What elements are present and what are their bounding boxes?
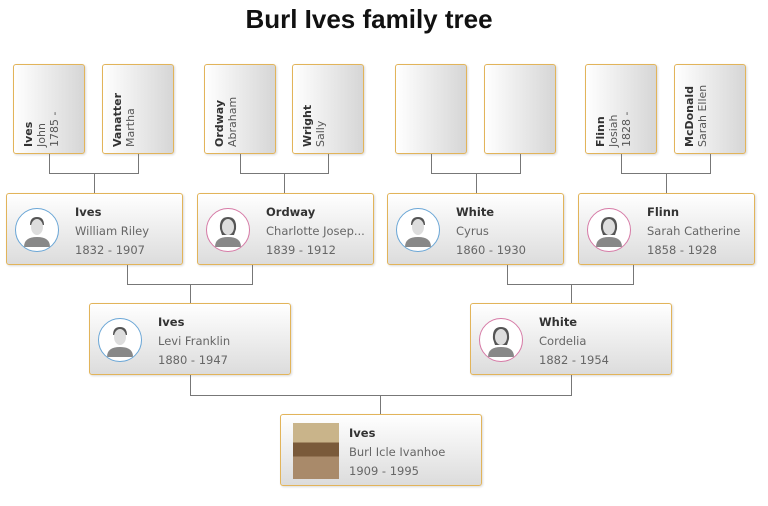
dates: 1839 - 1912 xyxy=(266,243,336,257)
connector-line xyxy=(475,173,477,193)
connector-line xyxy=(633,265,634,284)
connector-line xyxy=(252,265,253,284)
connector-line xyxy=(571,375,572,395)
surname: White xyxy=(456,205,495,219)
connector-line xyxy=(240,154,241,173)
connector-line xyxy=(127,265,128,284)
surname: Ives xyxy=(349,426,376,440)
dates: 1785 - xyxy=(48,111,61,147)
surname: Ives xyxy=(158,315,185,329)
dates: 1880 - 1947 xyxy=(158,353,228,367)
connector-line xyxy=(284,173,285,193)
avatar-female-icon xyxy=(479,318,523,362)
dates: 1832 - 1907 xyxy=(75,243,145,257)
given-name: Charlotte Josep... xyxy=(266,224,365,238)
dates: 1909 - 1995 xyxy=(349,464,419,478)
surname: McDonald xyxy=(683,85,696,147)
given-name: Sally xyxy=(314,120,327,147)
surname: Flinn xyxy=(594,116,607,147)
connector-line xyxy=(621,154,622,173)
given-name: Abraham xyxy=(226,96,239,147)
portrait-photo xyxy=(293,423,339,479)
connector-line xyxy=(710,154,711,173)
connector-line xyxy=(190,284,191,303)
given-name: Josiah xyxy=(607,114,620,147)
given-name: William Riley xyxy=(75,224,150,238)
given-name: Cordelia xyxy=(539,334,587,348)
connector-line xyxy=(380,395,381,414)
connector-line xyxy=(665,173,667,193)
connector-line xyxy=(328,154,329,173)
surname: Ives xyxy=(22,121,35,147)
surname: Ordway xyxy=(266,205,316,219)
connector-line xyxy=(93,173,95,193)
connector-line xyxy=(507,284,634,285)
connector-line xyxy=(507,265,508,284)
avatar-male-icon xyxy=(396,208,440,252)
given-name: John xyxy=(35,123,48,147)
surname: Wright xyxy=(301,104,314,147)
dates: 1860 - 1930 xyxy=(456,243,526,257)
surname: Ordway xyxy=(213,99,226,147)
surname: White xyxy=(539,315,578,329)
given-name: Burl Icle Ivanhoe xyxy=(349,445,446,459)
given-name: Sarah Ellen xyxy=(696,84,709,147)
connector-line xyxy=(190,375,191,395)
avatar-female-icon xyxy=(206,208,250,252)
connector-line xyxy=(138,154,139,173)
connector-line xyxy=(520,154,521,173)
surname: Ives xyxy=(75,205,102,219)
surname: Vanatter xyxy=(111,93,124,147)
dates: 1882 - 1954 xyxy=(539,353,609,367)
page-title: Burl Ives family tree xyxy=(245,4,493,34)
connector-line xyxy=(571,284,572,303)
avatar-male-icon xyxy=(98,318,142,362)
surname: Flinn xyxy=(647,205,680,219)
avatar-female-icon xyxy=(587,208,631,252)
dates: 1858 - 1928 xyxy=(647,243,717,257)
connector-line xyxy=(49,154,50,173)
person-card-great-grandparent[interactable] xyxy=(484,64,556,154)
connector-line xyxy=(431,154,432,173)
avatar-male-icon xyxy=(15,208,59,252)
dates: 1828 - xyxy=(620,111,633,147)
person-card-great-grandparent[interactable] xyxy=(395,64,467,154)
given-name: Sarah Catherine xyxy=(647,224,741,238)
given-name: Cyrus xyxy=(456,224,489,238)
connector-line xyxy=(190,395,572,396)
given-name: Levi Franklin xyxy=(158,334,231,348)
given-name: Martha xyxy=(124,108,137,147)
